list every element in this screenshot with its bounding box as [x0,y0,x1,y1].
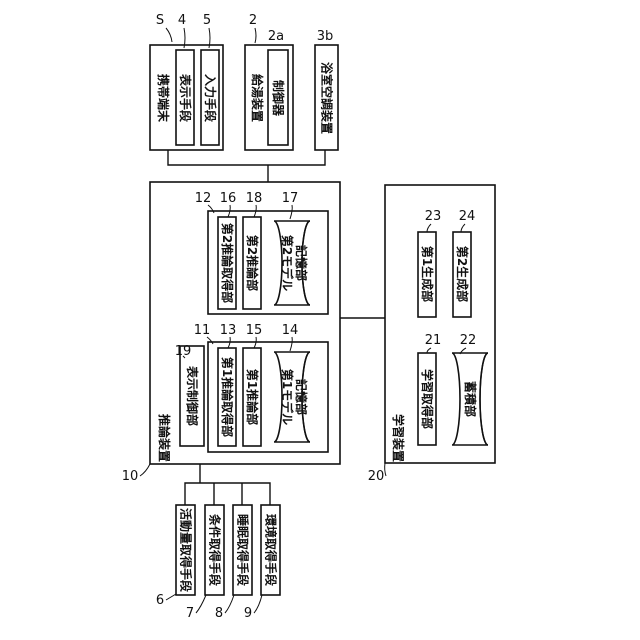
ref-13: 13 [220,323,237,338]
second-inference-acq-label: 第2推論取得部 [220,223,235,303]
ref-6: 6 [156,593,164,608]
ref-19: 19 [175,344,192,359]
ref-14: 14 [282,323,299,338]
controller-label: 制御器 [271,80,286,117]
ref-24: 24 [459,209,476,224]
inference-device-label: 推論装置 [157,414,172,462]
lead-s [166,28,172,42]
first-inference-label: 第1推論部 [245,369,260,425]
ref-15: 15 [246,323,263,338]
lead-10 [140,464,150,476]
second-model-storage-label2: 記憶部 [294,245,309,281]
lead-9 [254,595,262,613]
ref-10: 10 [122,469,139,484]
ref-17: 17 [282,191,299,206]
learning-acq-label: 学習取得部 [420,369,435,429]
ref-12: 12 [195,191,212,206]
ref-16: 16 [220,191,237,206]
ref-22: 22 [460,333,477,348]
ref-8: 8 [215,606,223,621]
ref-s: S [156,13,164,28]
learning-device-label: 学習装置 [391,414,406,462]
first-inference-acq-label: 第1推論取得部 [220,357,235,437]
display-means-label: 表示手段 [178,73,193,123]
activity-acq-label: 活動量取得手段 [179,508,194,593]
ref-5: 5 [203,13,211,28]
display-control-label: 表示制御部 [185,365,200,426]
first-generation-label: 第1生成部 [420,246,435,302]
lead-5 [209,28,210,48]
ref-18: 18 [246,191,263,206]
lead-20 [385,463,386,476]
bathroom-ac-label: 浴室空調装置 [320,62,335,134]
portable-terminal-label: 携帯端末 [156,74,171,123]
lead-8 [225,595,234,613]
ref-9: 9 [244,606,252,621]
ref-3b: 3b [317,29,334,44]
ref-21: 21 [425,333,442,348]
ref-2: 2 [249,13,257,28]
water-heater-label: 給湯装置 [250,74,265,122]
sleep-acq-label: 睡眠取得手段 [236,514,251,587]
lead-7 [196,595,206,613]
first-model-storage-label2: 記憶部 [294,379,309,415]
second-generation-label: 第2生成部 [455,246,470,302]
input-means-label: 入力手段 [203,74,218,123]
environment-acq-label: 環境取得手段 [264,514,279,587]
second-model-storage-label1: 第2モデル [280,235,295,291]
first-model-storage-label1: 第1モデル [280,369,295,425]
ref-11: 11 [194,323,211,338]
accumulation-label: 蓄積部 [463,381,478,417]
second-inference-label: 第2推論部 [245,235,260,291]
ref-7: 7 [186,606,194,621]
ref-2a: 2a [268,29,284,44]
wire-top-bus [168,150,325,165]
lead-2 [255,28,256,43]
ref-4: 4 [178,13,186,28]
wire-bottom-bus [185,483,270,505]
condition-acq-label: 条件取得手段 [208,513,223,587]
ref-23: 23 [425,209,442,224]
lead-6 [166,594,176,600]
ref-20: 20 [368,469,385,484]
lead-4 [184,28,185,48]
